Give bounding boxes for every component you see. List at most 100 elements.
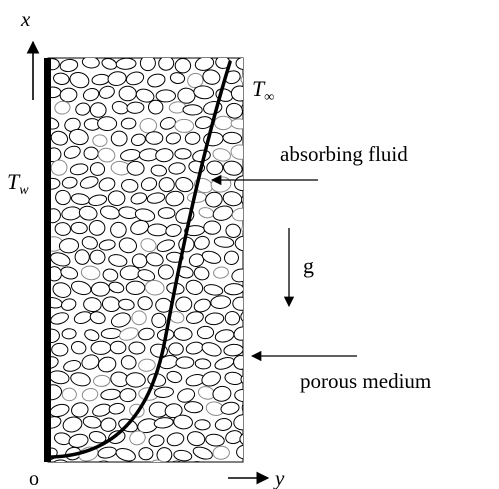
pebble (158, 58, 175, 71)
pebble (139, 58, 156, 72)
pebble (241, 100, 243, 116)
pebble (129, 430, 146, 446)
pebble (196, 325, 215, 340)
pebble (177, 388, 196, 403)
wall-temperature-label: Tw (7, 169, 29, 198)
pebble (108, 281, 125, 294)
pebble (153, 417, 174, 429)
pebble (137, 269, 156, 282)
pebble (118, 327, 139, 341)
pebble (50, 159, 68, 176)
pebble (194, 358, 212, 370)
pebble (165, 224, 182, 237)
pebble (115, 447, 136, 462)
pebble (173, 449, 193, 462)
pebble (115, 58, 137, 70)
pebble (193, 85, 215, 100)
pebble (110, 312, 131, 328)
pebble (174, 58, 192, 74)
pebble (93, 374, 111, 387)
pebble (138, 358, 156, 372)
pebble (224, 310, 241, 326)
pebble (69, 463, 87, 475)
pebble (144, 279, 165, 296)
pebble (243, 160, 261, 178)
pebble (241, 399, 243, 415)
pebble (89, 162, 106, 176)
pebble (240, 72, 243, 85)
pebble (59, 58, 79, 73)
pebble (140, 238, 157, 253)
pebble (177, 87, 196, 104)
pebble (98, 85, 115, 99)
pebble (90, 340, 112, 355)
pebble (102, 268, 119, 282)
pebble (119, 388, 137, 403)
pebble (166, 432, 185, 447)
pebble (49, 459, 70, 462)
temperature-profile-curve (50, 60, 232, 459)
origin-label: o (29, 468, 39, 489)
pebble (167, 460, 186, 462)
pebble (165, 132, 182, 145)
pebble (155, 148, 174, 163)
pebble (205, 191, 223, 208)
pebble (204, 312, 225, 326)
pebble (151, 312, 167, 328)
pebble (231, 207, 243, 222)
pebble (231, 268, 243, 283)
pebble (125, 280, 146, 295)
pebble (148, 434, 165, 448)
pebble (223, 283, 243, 296)
pebble (88, 430, 107, 444)
pebble (63, 145, 81, 159)
pebble (175, 356, 195, 369)
pebble (108, 254, 128, 267)
pebble (225, 223, 241, 238)
pebble (201, 250, 222, 264)
pebble (89, 102, 107, 118)
pebble (128, 341, 146, 355)
pebble (97, 116, 118, 132)
pebble (83, 297, 102, 313)
pebble (194, 58, 215, 71)
pebble (155, 89, 176, 103)
pebble (157, 207, 176, 219)
pebble (168, 162, 186, 175)
pebble (214, 418, 233, 431)
pebble (130, 192, 148, 205)
pebble (62, 416, 83, 433)
pebble (108, 402, 125, 415)
pebble (89, 249, 106, 265)
pebble (212, 385, 232, 402)
pebble (168, 342, 184, 356)
pebble (92, 134, 108, 148)
pebble (118, 237, 138, 254)
pebble (81, 236, 98, 250)
pebble (154, 386, 174, 398)
pebble (202, 69, 221, 85)
pebble (234, 388, 243, 403)
pebble (61, 328, 77, 340)
pebble (230, 118, 243, 130)
pebble (98, 239, 116, 251)
pebble (234, 235, 243, 252)
pebble (210, 295, 232, 309)
pebble (68, 433, 89, 448)
pebble (223, 160, 243, 176)
pebble (69, 163, 89, 176)
pebble (194, 419, 211, 431)
pebble (90, 281, 111, 297)
pebble (68, 128, 89, 146)
pebble (91, 460, 111, 462)
pebble (233, 354, 243, 370)
pebble (84, 329, 100, 342)
pebble (71, 402, 89, 418)
pebble (173, 414, 193, 430)
pebble (184, 131, 201, 145)
pebble (81, 354, 100, 370)
heated-wall (44, 58, 51, 462)
pebble (232, 296, 243, 311)
pebble (126, 160, 145, 176)
pebble (240, 309, 243, 325)
